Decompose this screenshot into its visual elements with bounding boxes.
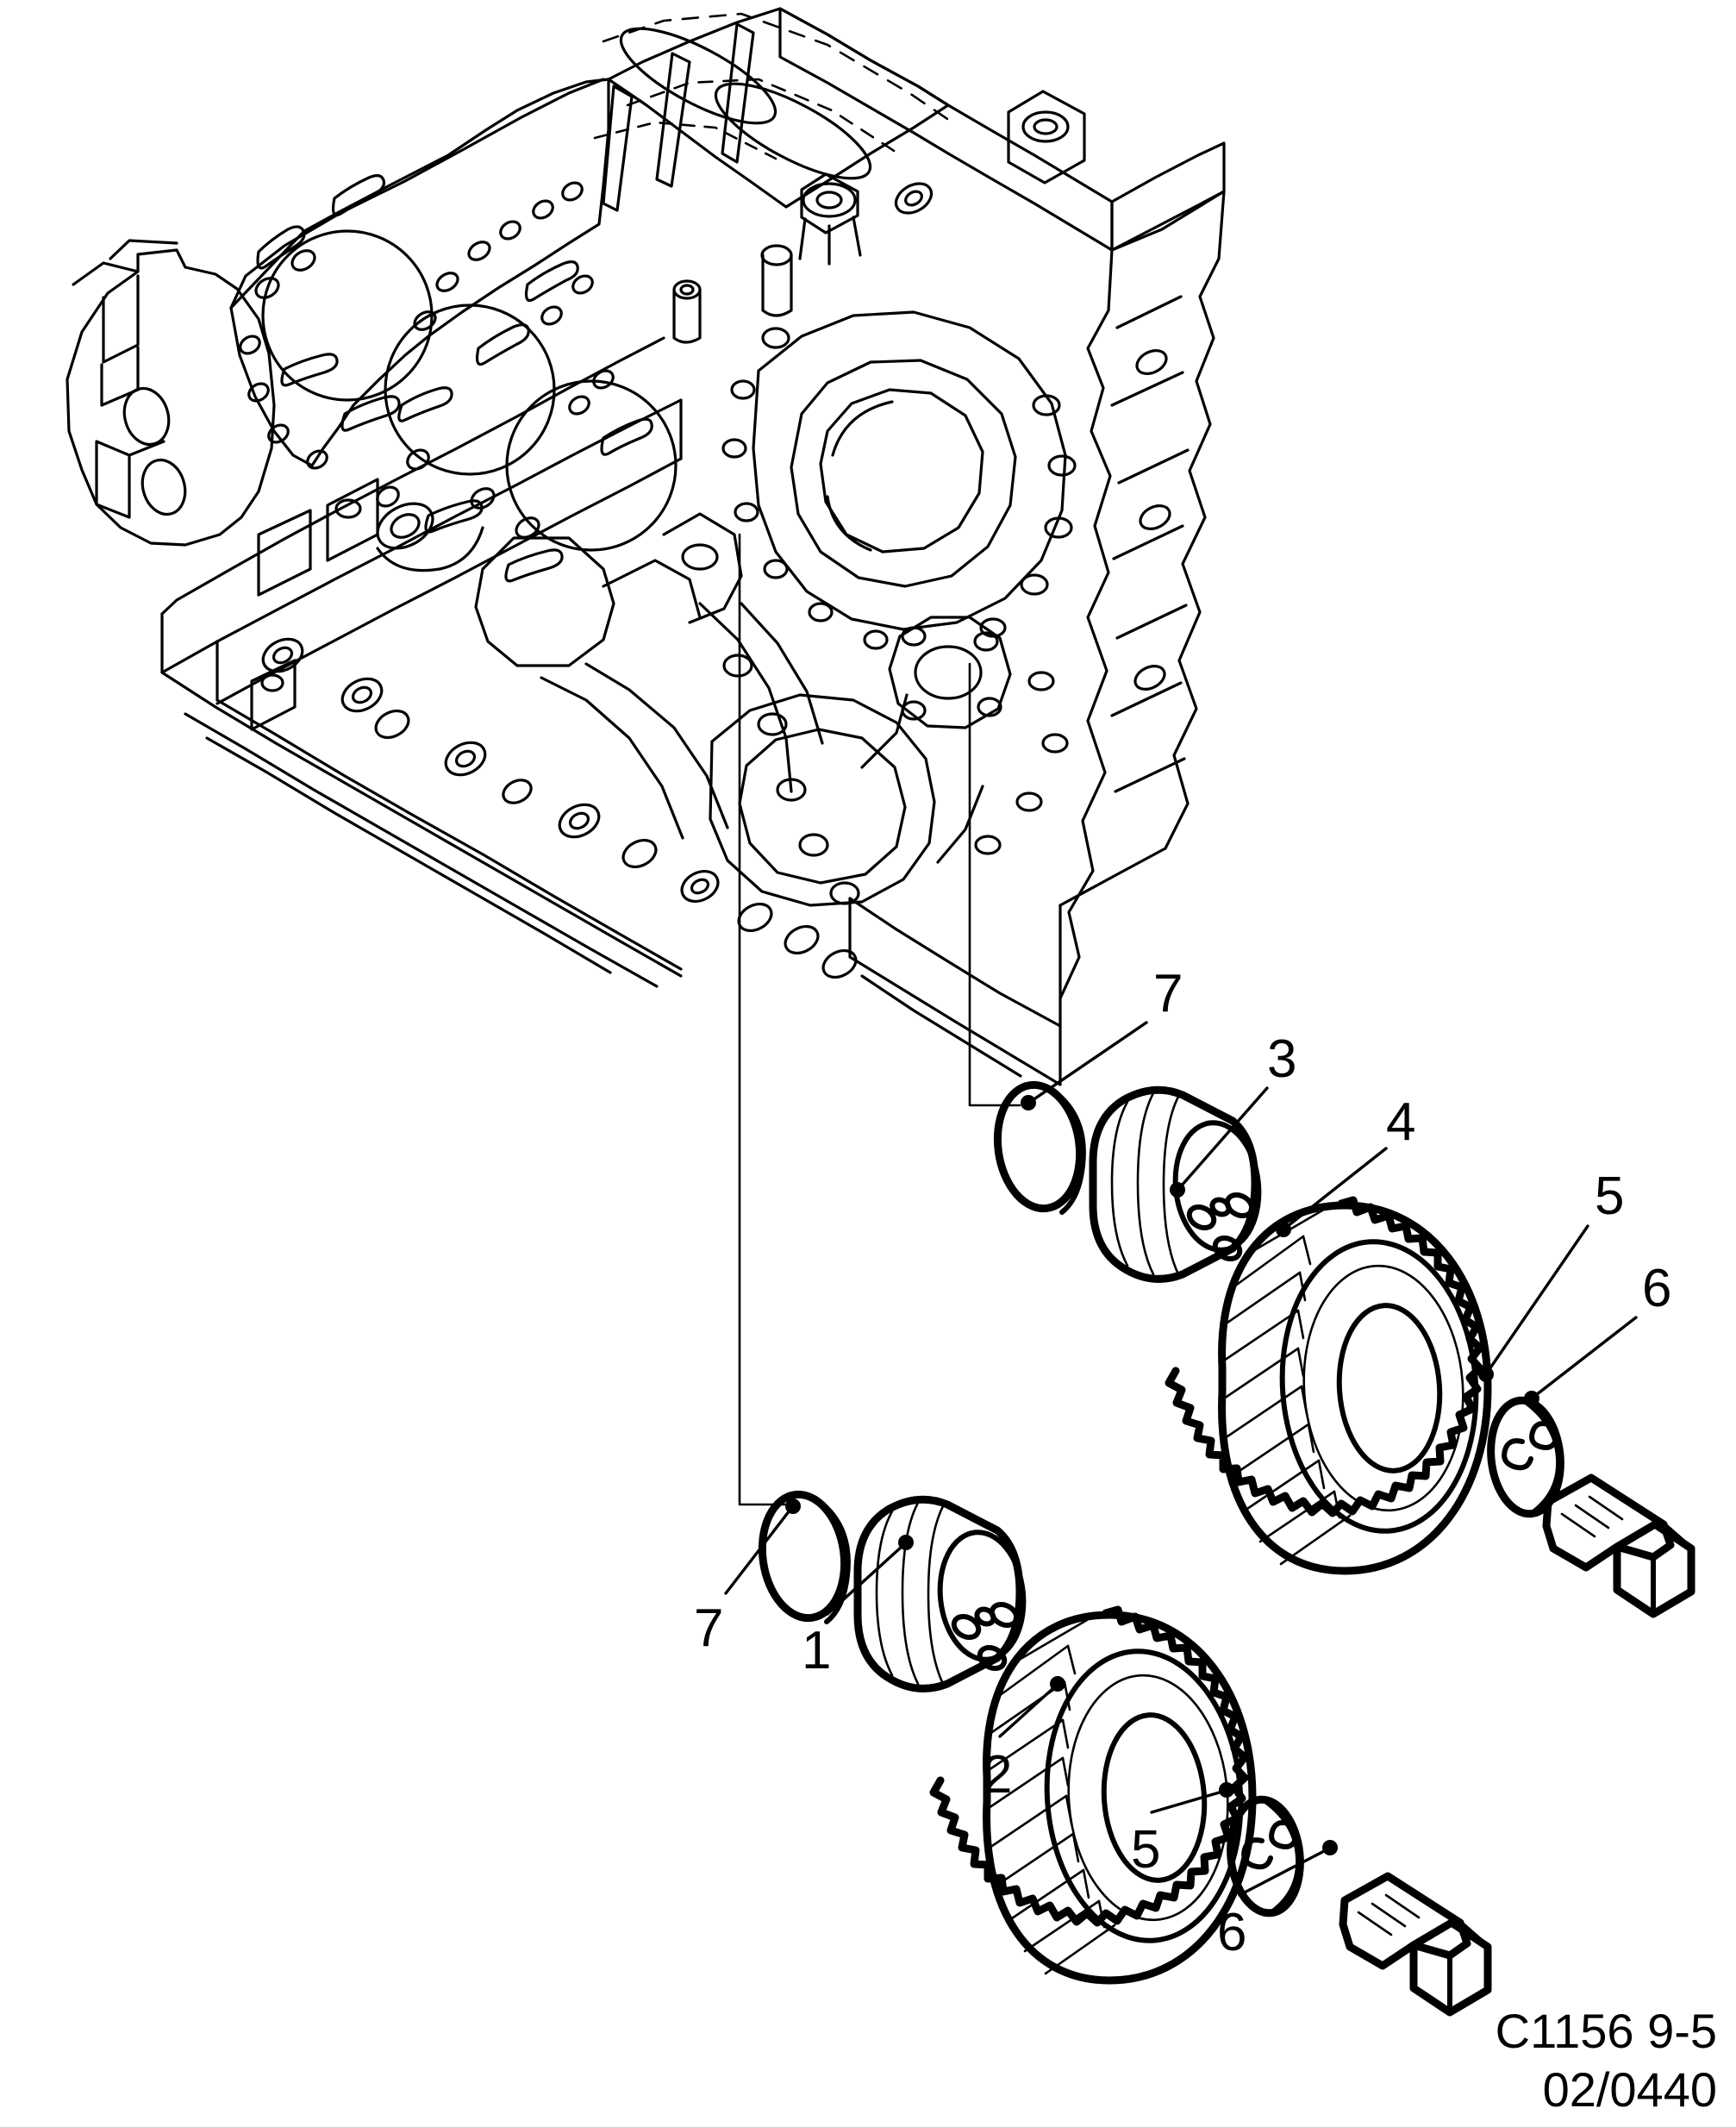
callout-label-6-upper: 6 — [1642, 1259, 1672, 1318]
upper-camshaft-assembly — [993, 1080, 1695, 1618]
callout-label-5-upper: 5 — [1595, 1167, 1625, 1226]
callout-label-7-upper: 7 — [1153, 964, 1183, 1023]
callout-label-3: 3 — [1267, 1029, 1297, 1089]
camshaft-end-housing-upper — [1089, 1085, 1262, 1283]
flange-bolt-lower — [1339, 1872, 1492, 2017]
sheet-code: 02/0440 — [1542, 2062, 1717, 2118]
callout-leaders — [724, 1021, 1638, 1897]
camshaft-end-housing-lower — [853, 1495, 1027, 1692]
callout-label-4: 4 — [1386, 1092, 1416, 1152]
callout-label-6-lower: 6 — [1217, 1903, 1247, 1962]
callout-label-1: 1 — [802, 1621, 832, 1680]
o-ring-seal-upper — [993, 1080, 1086, 1215]
callout-label-7-lower: 7 — [694, 1598, 724, 1658]
engine-cylinder-block — [66, 7, 1226, 1086]
assembly-reference-leaders — [738, 533, 1021, 1506]
callout-label-5-lower: 5 — [1131, 1820, 1161, 1880]
camshaft-timing-gear-upper — [1165, 1196, 1492, 1575]
o-ring-seal-lower — [758, 1490, 851, 1624]
thrust-washer-plate-lower — [1227, 1795, 1304, 1917]
page-code: C1156 9-5 — [1495, 2004, 1717, 2059]
callout-label-2: 2 — [983, 1745, 1013, 1805]
flange-bolt-upper — [1542, 1473, 1695, 1618]
